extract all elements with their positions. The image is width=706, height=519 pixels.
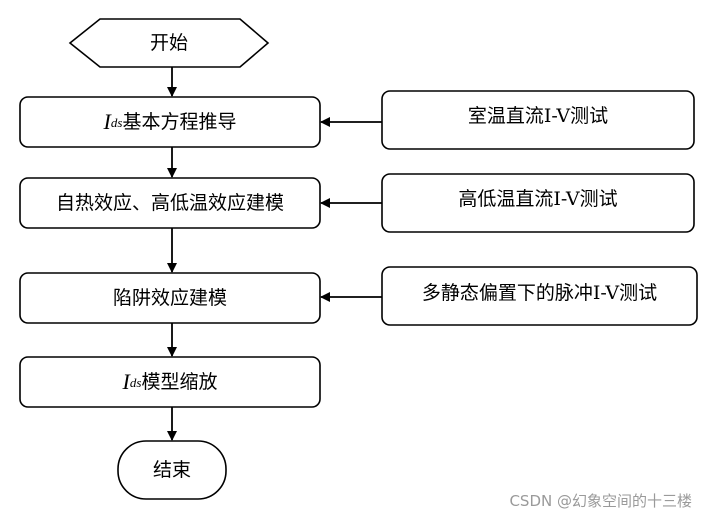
ids-symbol: I [103, 109, 111, 134]
test3-box [381, 266, 698, 326]
test1-box [381, 90, 695, 150]
watermark: CSDN @幻象空间的十三楼 [509, 492, 692, 510]
step3-label: 陷阱效应建模 [112, 286, 227, 309]
step1-text: 基本方程推导 [122, 110, 237, 133]
step4-box [19, 356, 321, 408]
test2-label: 高低温直流I-V测试 [458, 187, 618, 210]
end-shape [117, 440, 227, 500]
step2-label: 自热效应、高低温效应建模 [55, 191, 284, 214]
test1-label: 室温直流I-V测试 [467, 104, 609, 127]
ids-symbol-2: I [122, 369, 130, 394]
end-label: 结束 [152, 458, 191, 481]
step4-text: 模型缩放 [141, 370, 218, 393]
start-shape [68, 18, 270, 68]
start-label: 开始 [149, 31, 188, 54]
test3-label: 多静态偏置下的脉冲I-V测试 [421, 281, 658, 304]
ids-subscript-2: ds [129, 374, 142, 390]
ids-subscript: ds [110, 114, 123, 130]
